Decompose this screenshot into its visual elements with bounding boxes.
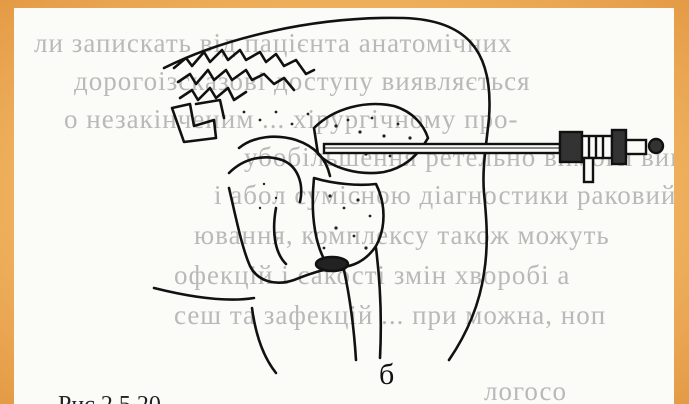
- larynx-mass: [313, 178, 384, 267]
- endoscope-eyepiece: [612, 130, 626, 164]
- nasopharyngoscopy-illustration: [14, 8, 674, 404]
- endoscope-knob: [649, 139, 663, 153]
- figure-caption: Рис 2 5 20: [58, 392, 161, 404]
- nasal-septum: [172, 104, 216, 142]
- jaw-outline: [252, 308, 276, 373]
- neck-outline: [154, 288, 254, 300]
- head-profile-outline: [164, 18, 490, 360]
- endoscope-collar: [560, 132, 582, 162]
- endoscope-light-post: [584, 158, 593, 182]
- esophagus: [344, 270, 356, 360]
- book-page: ли запискать від пацієнта анатомічних до…: [14, 8, 674, 404]
- figure-label: б: [379, 358, 394, 392]
- vocal-cord: [316, 257, 348, 271]
